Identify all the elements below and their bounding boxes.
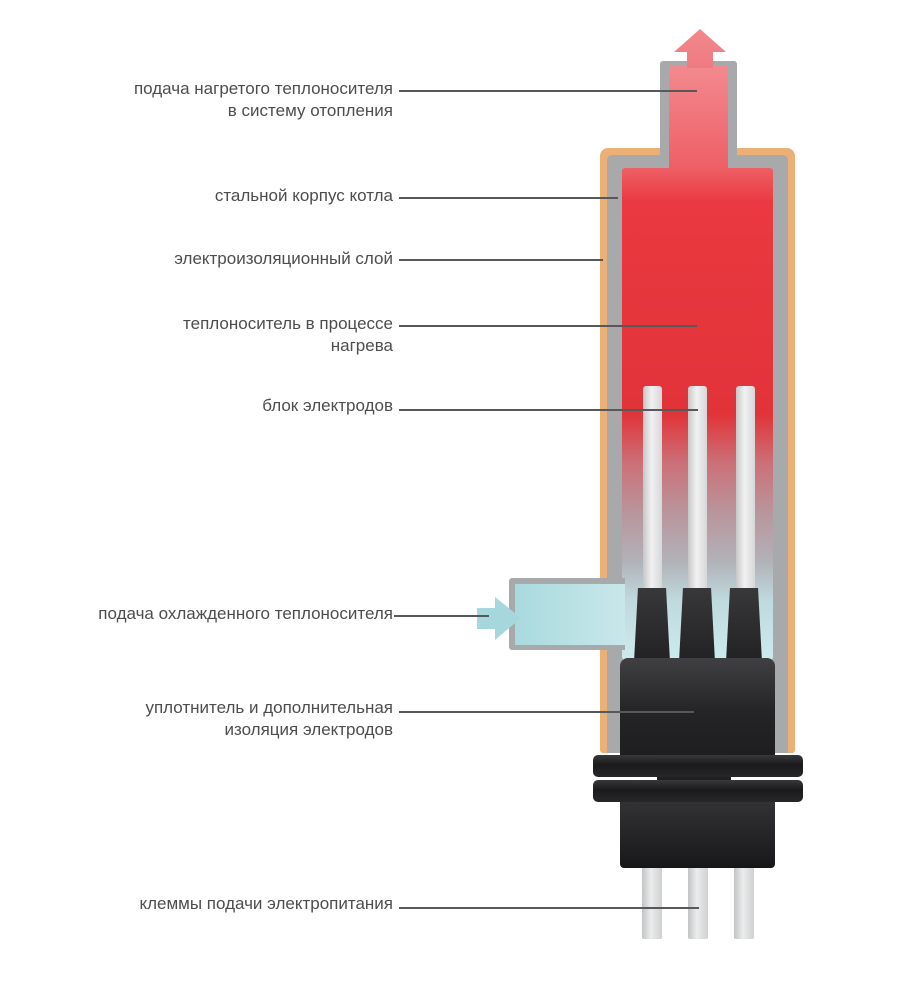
outlet-pipe-coolant [669,66,728,180]
flange-ring [593,780,803,802]
leader-line-cooled-coolant-supply [394,615,489,617]
label-insulation-layer: электроизоляционный слой [174,248,393,270]
inlet-pipe-coolant [515,584,625,645]
label-power-terminals: клеммы подачи электропитания [139,893,393,915]
label-text: нагрева [330,335,393,355]
flange-ring [593,755,803,777]
label-text: подача нагретого теплоносителя [133,79,393,98]
label-text: изоляция электродов [224,719,394,739]
terminal-pin [642,868,662,939]
label-electrode-seal: уплотнитель и дополнительная изоляция эл… [145,697,393,740]
label-text: блок электродов [262,396,393,415]
label-text: электроизоляционный слой [174,249,393,268]
electrode-rod [688,386,707,592]
label-text: подача охлажденного теплоносителя [98,604,393,623]
label-coolant-heating: теплоноситель в процессе нагрева [183,313,393,356]
electrode-rod [643,386,662,592]
electrode-rod [736,386,755,592]
leader-line-power-terminals [399,907,699,909]
electrode-sleeve [726,588,762,662]
label-text: клеммы подачи электропитания [139,894,393,913]
sealant-block-upper [620,658,775,757]
label-steel-body: стальной корпус котла [215,185,393,207]
label-electrode-block: блок электродов [262,395,393,417]
leader-line-heated-coolant-supply [399,90,697,92]
leader-line-steel-body [399,197,618,199]
label-text: в систему отопления [227,100,393,120]
label-heated-coolant-supply: подача нагретого теплоносителя в систему… [134,78,393,121]
label-text: теплоноситель в процессе [183,314,393,333]
leader-line-insulation-layer [399,259,603,261]
label-cooled-coolant-supply: подача охлажденного теплоносителя [98,603,393,625]
sealant-block-lower [620,802,775,868]
terminal-pin [688,868,708,939]
leader-line-electrode-seal [399,711,694,713]
electrode-sleeve [679,588,715,662]
leader-line-electrode-block [399,409,698,411]
leader-line-coolant-heating [399,325,697,327]
terminal-pin [734,868,754,939]
electrode-sleeve [634,588,670,662]
label-text: стальной корпус котла [214,186,393,205]
label-text: уплотнитель и дополнительная [145,698,393,717]
